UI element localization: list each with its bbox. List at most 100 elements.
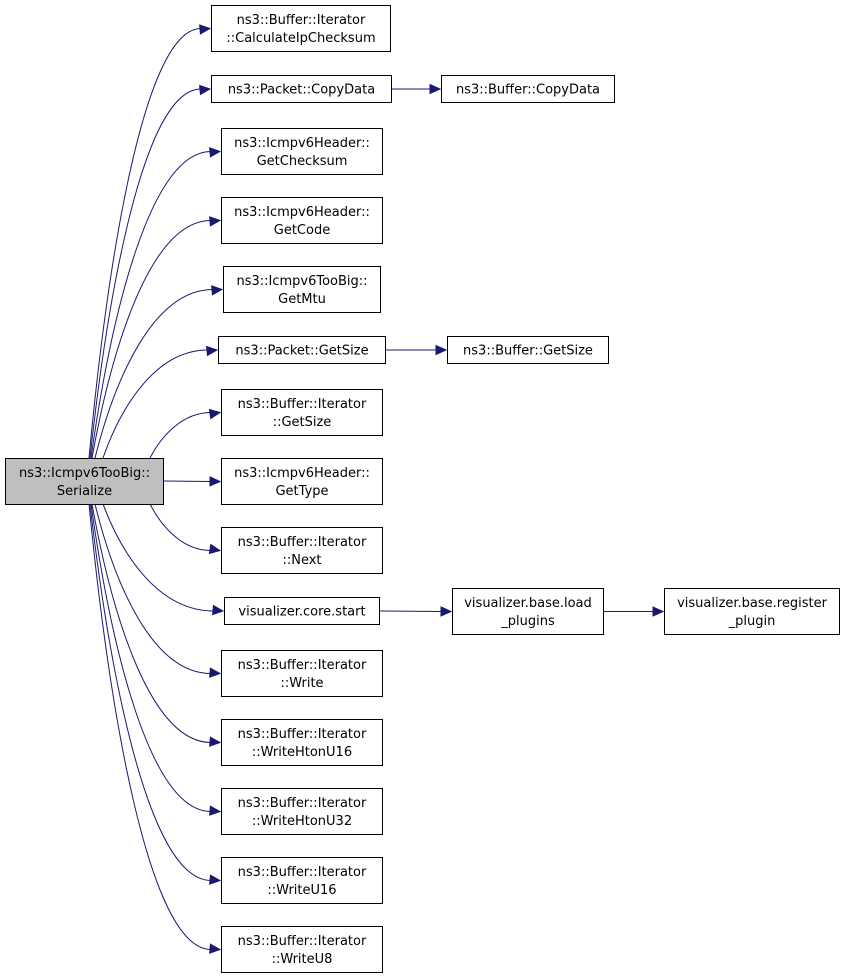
node-box bbox=[441, 75, 615, 103]
node-get_code[interactable]: ns3::Icmpv6Header::GetCode bbox=[221, 197, 383, 244]
node-iter_write[interactable]: ns3::Buffer::Iterator::Write bbox=[221, 650, 383, 697]
edge-serialize-to-packet_copydata bbox=[89, 88, 202, 459]
node-box bbox=[221, 389, 383, 436]
node-label-line: _plugins bbox=[500, 614, 555, 629]
node-box bbox=[223, 266, 381, 313]
node-buffer_copydata[interactable]: ns3::Buffer::CopyData bbox=[441, 75, 615, 103]
node-serialize[interactable]: ns3::Icmpv6TooBig::Serialize bbox=[5, 458, 164, 505]
node-label-line: visualizer.core.start bbox=[238, 605, 365, 620]
edge-serialize-to-iter_getsize bbox=[149, 412, 212, 459]
node-label-line: ns3::Buffer::Iterator bbox=[238, 727, 367, 742]
node-box bbox=[221, 128, 383, 175]
node-label-line: visualizer.base.load bbox=[464, 596, 592, 611]
node-box bbox=[221, 857, 383, 904]
arrow-head bbox=[211, 285, 224, 296]
edge-serialize-to-iter_write bbox=[94, 503, 212, 674]
node-label-line: ::WriteU16 bbox=[267, 883, 336, 898]
node-iter_write_u8[interactable]: ns3::Buffer::Iterator::WriteU8 bbox=[221, 926, 383, 973]
edge-serialize-to-iter_next bbox=[149, 503, 212, 551]
node-buffer_getsize[interactable]: ns3::Buffer::GetSize bbox=[447, 336, 609, 364]
arrow-head bbox=[209, 216, 222, 227]
edge-serialize-to-get_code bbox=[91, 220, 212, 459]
node-label-line: ns3::Buffer::Iterator bbox=[238, 658, 367, 673]
node-get_checksum[interactable]: ns3::Icmpv6Header::GetChecksum bbox=[221, 128, 383, 175]
arrow-head bbox=[652, 606, 665, 617]
node-label-line: ns3::Icmpv6Header:: bbox=[234, 466, 370, 481]
node-get_mtu[interactable]: ns3::Icmpv6TooBig::GetMtu bbox=[223, 266, 381, 313]
node-vis_load_plugins[interactable]: visualizer.base.load _plugins bbox=[452, 588, 604, 635]
edge-serialize-to-vis_core_start bbox=[102, 503, 215, 612]
node-iter_write_htonu16[interactable]: ns3::Buffer::Iterator::WriteHtonU16 bbox=[221, 719, 383, 766]
node-label-line: ns3::Buffer::Iterator bbox=[238, 535, 367, 550]
arrow-head bbox=[199, 24, 212, 35]
node-box bbox=[452, 588, 604, 635]
edges-layer bbox=[88, 24, 665, 954]
edge-serialize-to-iter_write_u8 bbox=[88, 503, 212, 950]
node-box bbox=[221, 458, 383, 505]
arrow-head bbox=[209, 736, 222, 747]
node-label-line: ns3::Icmpv6Header:: bbox=[234, 136, 370, 151]
node-box bbox=[221, 197, 383, 244]
edge-serialize-to-iter_write_u16 bbox=[89, 503, 212, 881]
node-label-line: ns3::Icmpv6TooBig:: bbox=[236, 274, 367, 289]
node-label-line: ns3::Buffer::Iterator bbox=[238, 397, 367, 412]
edge-vis_core_start-to-vis_load_plugins bbox=[379, 610, 442, 612]
node-label-line: ns3::Packet::GetSize bbox=[235, 344, 368, 359]
node-box bbox=[5, 458, 164, 505]
arrow-head bbox=[209, 943, 222, 954]
node-packet_getsize[interactable]: ns3::Packet::GetSize bbox=[218, 336, 386, 364]
arrow-head bbox=[435, 344, 448, 356]
edge-serialize-to-iter_write_htonu32 bbox=[90, 503, 212, 812]
node-box bbox=[221, 527, 383, 574]
node-label-line: ::WriteHtonU32 bbox=[252, 814, 352, 829]
edge-serialize-to-packet_getsize bbox=[102, 349, 209, 459]
node-label-line: visualizer.base.register bbox=[677, 596, 828, 611]
arrow-head bbox=[209, 147, 222, 158]
node-label-line: GetMtu bbox=[278, 292, 326, 307]
node-label-line: GetChecksum bbox=[257, 154, 348, 169]
node-packet_copydata[interactable]: ns3::Packet::CopyData bbox=[211, 75, 392, 103]
node-box bbox=[211, 5, 391, 52]
node-iter_getsize[interactable]: ns3::Buffer::Iterator::GetSize bbox=[221, 389, 383, 436]
node-label-line: ns3::Icmpv6TooBig:: bbox=[19, 466, 150, 481]
node-label-line: ns3::Buffer::Iterator bbox=[238, 865, 367, 880]
node-box bbox=[664, 588, 840, 635]
arrow-head bbox=[209, 874, 222, 885]
node-label-line: ::GetSize bbox=[273, 415, 332, 430]
nodes-layer: ns3::Icmpv6TooBig::Serializens3::Buffer:… bbox=[5, 5, 840, 973]
node-label-line: ::Next bbox=[282, 553, 321, 568]
node-box bbox=[221, 719, 383, 766]
node-vis_core_start[interactable]: visualizer.core.start bbox=[224, 597, 380, 625]
node-label-line: ::CalculateIpChecksum bbox=[226, 31, 375, 46]
arrow-head bbox=[209, 476, 222, 487]
arrow-head bbox=[429, 83, 442, 95]
node-iter_next[interactable]: ns3::Buffer::Iterator::Next bbox=[221, 527, 383, 574]
node-box bbox=[211, 75, 392, 103]
edge-serialize-to-get_type bbox=[162, 480, 211, 482]
node-label-line: GetCode bbox=[274, 223, 330, 238]
node-label-line: ns3::Buffer::Iterator bbox=[237, 13, 366, 28]
node-label-line: ns3::Buffer::Iterator bbox=[238, 934, 367, 949]
edge-serialize-to-iter_write_htonu16 bbox=[91, 503, 212, 743]
arrow-head bbox=[208, 543, 222, 555]
node-box bbox=[447, 336, 609, 364]
node-iter_write_u16[interactable]: ns3::Buffer::Iterator::WriteU16 bbox=[221, 857, 383, 904]
node-label-line: ns3::Buffer::CopyData bbox=[456, 83, 600, 98]
node-box bbox=[224, 597, 380, 625]
node-vis_register_plugin[interactable]: visualizer.base.register_plugin bbox=[664, 588, 840, 635]
node-label-line: GetType bbox=[275, 484, 328, 499]
arrow-head bbox=[209, 667, 222, 678]
edge-serialize-to-get_checksum bbox=[90, 151, 212, 459]
node-box bbox=[218, 336, 386, 364]
arrow-head bbox=[212, 604, 225, 616]
node-box bbox=[221, 926, 383, 973]
node-label-line: ns3::Icmpv6Header:: bbox=[234, 205, 370, 220]
edge-serialize-to-calc_ip_checksum bbox=[88, 28, 202, 459]
node-calc_ip_checksum[interactable]: ns3::Buffer::Iterator::CalculateIpChecks… bbox=[211, 5, 391, 52]
arrow-head bbox=[199, 84, 212, 96]
arrow-head bbox=[206, 345, 219, 357]
node-iter_write_htonu32[interactable]: ns3::Buffer::Iterator::WriteHtonU32 bbox=[221, 788, 383, 835]
arrow-head bbox=[209, 805, 222, 816]
node-get_type[interactable]: ns3::Icmpv6Header::GetType bbox=[221, 458, 383, 505]
